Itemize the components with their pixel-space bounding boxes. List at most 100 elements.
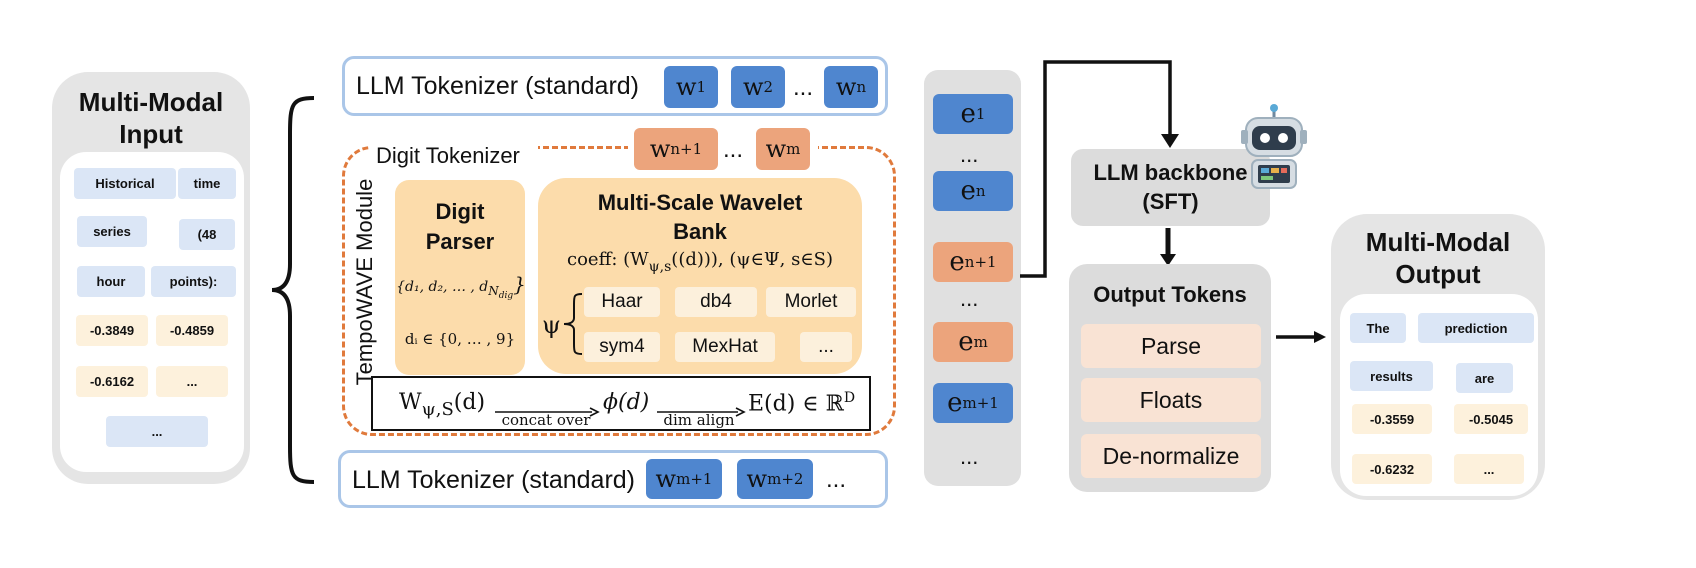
- robot-icon: [1241, 104, 1307, 189]
- token-base: w: [655, 465, 677, 493]
- wavelet-morlet: Morlet: [766, 287, 856, 317]
- digit-parser-title-line2: Parser: [425, 229, 495, 254]
- digit-parser-title-line1: Digit: [435, 199, 485, 224]
- pipeline-phi: ϕ(d): [603, 390, 650, 415]
- token-sub: m+1: [676, 470, 713, 488]
- concat-label: concat over: [501, 411, 591, 429]
- coeff-prefix: coeff: (W: [567, 249, 649, 270]
- token-sub: 2: [763, 78, 774, 96]
- embedding-ellipsis: ...: [960, 444, 979, 469]
- input-chip: time: [178, 168, 236, 199]
- input-chip: -0.3849: [76, 315, 148, 346]
- output-chip: results: [1350, 361, 1433, 391]
- arrowhead-icon: [1314, 331, 1326, 343]
- arrowhead-icon: [1160, 254, 1176, 266]
- input-panel-content: Historical time series (48 hour points):…: [60, 152, 244, 472]
- pipeline-e-main: E(d) ∈ ℝ: [748, 391, 844, 417]
- input-chip: hour: [77, 266, 145, 297]
- bottom-tokens-ellipsis: ...: [826, 466, 847, 493]
- output-panel-content: The prediction results are -0.3559 -0.50…: [1340, 294, 1538, 496]
- input-chip: series: [77, 216, 147, 247]
- emb-sub: 1: [975, 105, 986, 123]
- emb-base: e: [947, 388, 963, 418]
- llm-backbone-label: LLM backbone (SFT): [1071, 158, 1270, 216]
- input-chip: -0.4859: [156, 315, 228, 346]
- output-chip: -0.3559: [1352, 404, 1432, 434]
- wavelet-haar: Haar: [584, 287, 660, 317]
- token-base: w: [649, 135, 671, 163]
- wavelet-mexhat: MexHat: [675, 332, 775, 362]
- emb-sub: n+1: [964, 253, 997, 271]
- input-chip: Historical: [74, 168, 176, 199]
- input-chip: ...: [156, 366, 228, 397]
- wavelet-coeff-formula: coeff: (Wψ,s((d))), (ψ∈Ψ, s∈S): [538, 249, 862, 275]
- wavelet-bank-title: Multi-Scale Wavelet Bank: [538, 188, 862, 246]
- input-chip: (48: [179, 219, 235, 250]
- llm-backbone-box: [1071, 149, 1270, 226]
- emb-base: e: [960, 176, 976, 206]
- wavelet-brace-icon: [563, 293, 583, 355]
- embedding-ellipsis: ...: [960, 142, 979, 167]
- input-chip: -0.6162: [76, 366, 148, 397]
- digit-tokenizer-frame: [342, 146, 896, 436]
- arrowhead-icon: [1161, 134, 1179, 148]
- coeff-rest: ((d))), (ψ∈Ψ, s∈S): [671, 249, 833, 270]
- emb-base: e: [949, 247, 965, 277]
- top-tokenizer-box: [342, 56, 888, 116]
- wavelet-db4: db4: [675, 287, 757, 317]
- wavelet-sym4: sym4: [584, 332, 660, 362]
- set-formula-close: }: [513, 272, 526, 296]
- pipeline-box: [371, 376, 871, 431]
- dim-align-label: dim align: [663, 411, 735, 429]
- digit-parser-box: [395, 180, 525, 375]
- output-chip: -0.5045: [1454, 404, 1528, 434]
- output-chip: ...: [1454, 454, 1524, 484]
- input-title-line2: Input: [119, 119, 183, 149]
- input-panel-title: Multi-Modal Input: [52, 86, 250, 150]
- token-base: w: [765, 135, 787, 163]
- top-tokenizer-label: LLM Tokenizer (standard): [356, 72, 640, 100]
- psi-symbol: ψ: [542, 311, 561, 339]
- output-step-denormalize: De-normalize: [1081, 434, 1261, 478]
- curly-brace-icon: [271, 96, 315, 484]
- emb-sub: m: [973, 333, 988, 351]
- pipeline-w: Wψ,S(d): [399, 390, 485, 420]
- top-tokens-ellipsis: ...: [793, 74, 814, 101]
- input-chip: points):: [151, 266, 236, 297]
- token-base: w: [742, 73, 764, 101]
- digit-parser-title: Digit Parser: [395, 197, 525, 257]
- coeff-sub: ψ,s: [648, 259, 672, 275]
- output-title-line2: Output: [1395, 259, 1481, 289]
- embedding-to-backbone-arrow: [1020, 60, 1172, 278]
- wavelet-more: ...: [800, 332, 852, 362]
- token-base: w: [835, 73, 857, 101]
- digit-range-formula: dᵢ ∈ {0, … , 9}: [404, 330, 516, 348]
- token-sub: m+2: [767, 470, 804, 488]
- embedding-ellipsis: ...: [960, 286, 979, 311]
- pipeline-w-sub: ψ,S: [421, 399, 454, 420]
- output-chip: The: [1350, 313, 1406, 343]
- set-formula-main: {d₁, d₂, … , d: [396, 279, 489, 295]
- input-title-line1: Multi-Modal: [78, 87, 224, 117]
- emb-sub: n: [975, 182, 986, 200]
- set-formula-subsub: dig: [498, 291, 514, 301]
- token-base: w: [675, 73, 697, 101]
- backbone-line1: LLM backbone: [1093, 160, 1248, 185]
- dim-align-arrow-icon: [657, 407, 746, 417]
- emb-sub: m+1: [962, 394, 999, 412]
- wavelet-title-line1: Multi-Scale Wavelet: [597, 190, 803, 215]
- backbone-line2: (SFT): [1142, 189, 1199, 214]
- set-formula-sub: N: [488, 284, 499, 298]
